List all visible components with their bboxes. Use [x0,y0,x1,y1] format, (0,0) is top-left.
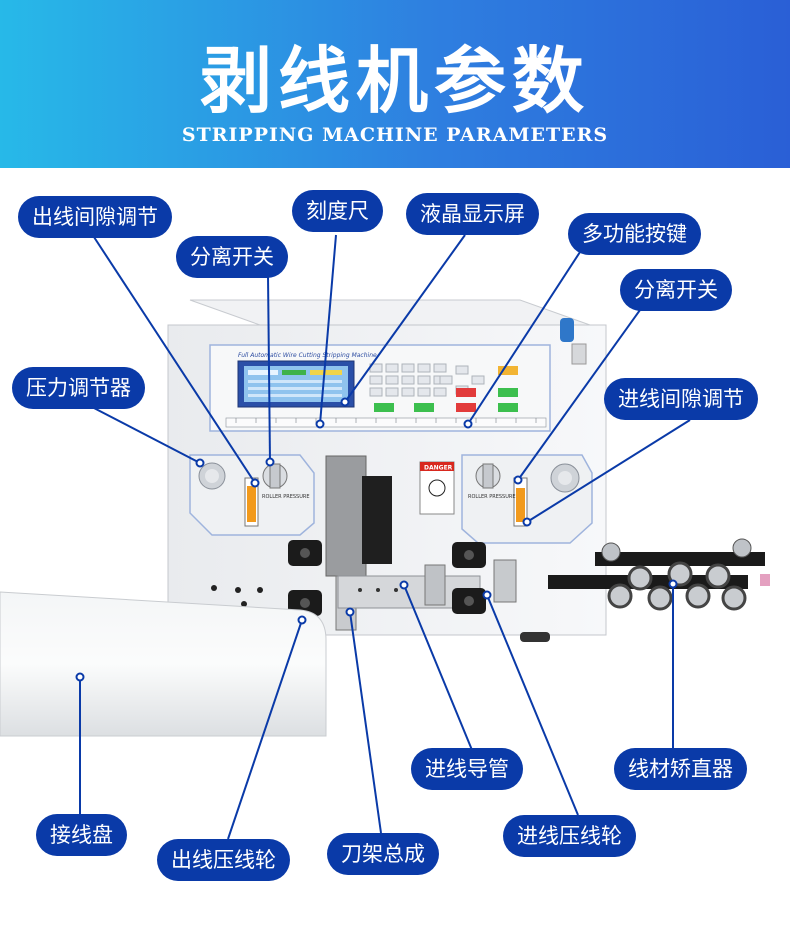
label-blade-assembly: 刀架总成 [327,833,439,875]
label-lcd-screen: 液晶显示屏 [406,193,539,235]
label-wire-straightener: 线材矫直器 [614,748,747,790]
inlet-rollers [452,542,486,614]
wire-tray [0,591,327,737]
label-wire-tray: 接线盘 [36,814,127,856]
panel-caption: Full Automatic Wire Cutting Stripping Ma… [238,352,377,359]
label-inlet-guide: 进线导管 [411,748,523,790]
label-pressure-adjuster: 压力调节器 [12,367,145,409]
blade-housing [325,455,367,577]
label-separation-switch-left: 分离开关 [176,236,288,278]
page-subtitle: STRIPPING MACHINE PARAMETERS [181,124,609,146]
machine-top [189,299,591,326]
label-inlet-roller: 进线压线轮 [503,815,636,857]
header-banner: 剥线机参数 STRIPPING MACHINE PARAMETERS [0,0,790,168]
label-scale-ruler: 刻度尺 [292,190,383,232]
danger-text: DANGER [424,465,453,472]
left-knob-caption: ROLLER PRESSURE [262,494,310,500]
label-separation-switch-right: 分离开关 [620,269,732,311]
label-inlet-gap-adjust: 进线间隙调节 [604,378,758,420]
page-title: 剥线机参数 [199,39,590,123]
right-knob-caption: ROLLER PRESSURE [468,494,516,500]
scale-ruler [225,417,547,428]
machine-illustration: Full Automatic Wire Cutting Stripping Ma… [0,233,770,840]
wire-straightener [548,538,770,611]
label-outlet-roller: 出线压线轮 [157,839,290,881]
label-outlet-gap-adjust: 出线间隙调节 [18,196,172,238]
label-multi-function-keys: 多功能按键 [568,213,701,255]
